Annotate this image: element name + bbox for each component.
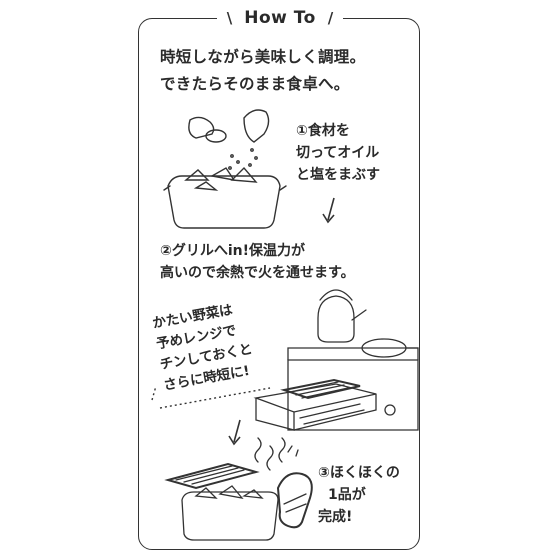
how-to-header: \ How To /	[0, 4, 560, 32]
step1-line-3: と塩をまぶす	[296, 167, 380, 183]
arrow-down-icon-2	[228, 419, 241, 446]
header-slash-left: \	[226, 9, 233, 27]
step1-line-2: 切ってオイル	[296, 145, 380, 161]
header-title: How To	[244, 8, 316, 28]
step1-text: ①食材を 切ってオイル と塩をまぶす	[296, 120, 380, 186]
step2-text: ②グリルへin!保温力が 高いので余熱で火を通せます。	[160, 240, 355, 284]
step3-line-2: 1品が	[328, 487, 366, 503]
intro-text: 時短しながら美味しく調理。 できたらそのまま食卓へ。	[160, 44, 410, 98]
step3-text: ③ほくほくの 1品が 完成!	[318, 462, 400, 528]
step2-line-1: ②グリルへin!保温力が	[160, 243, 306, 259]
arrow-down-icon	[322, 197, 335, 224]
step1-line-1: ①食材を	[296, 123, 350, 139]
step3-line-1: ③ほくほくの	[318, 465, 400, 481]
step2-line-2: 高いので余熱で火を通せます。	[160, 265, 355, 281]
header-slash-right: /	[327, 9, 334, 27]
intro-line-1: 時短しながら美味しく調理。	[160, 48, 366, 66]
intro-line-2: できたらそのまま食卓へ。	[160, 75, 350, 93]
step3-line-3: 完成!	[318, 509, 353, 525]
